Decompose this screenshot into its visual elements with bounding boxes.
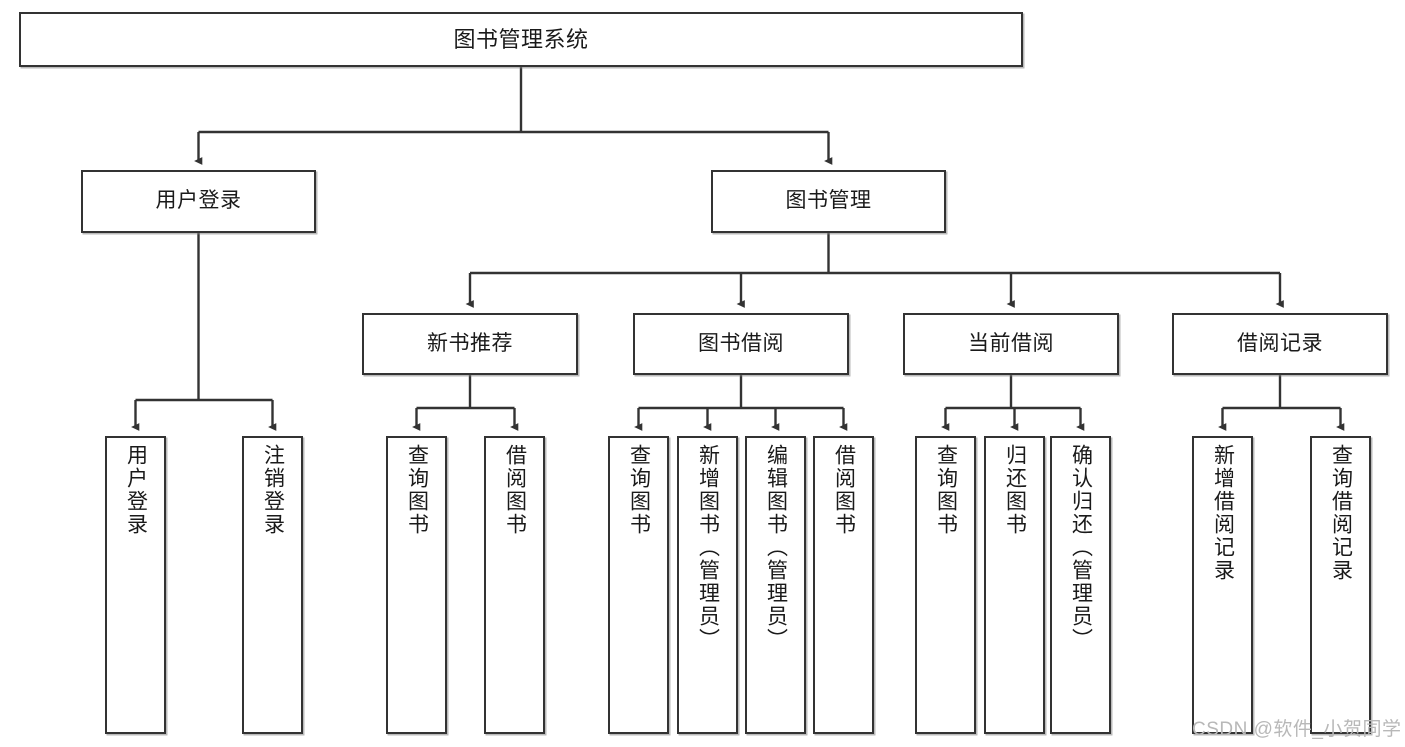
node-label-leaf-borrow-1: 查询图书 [627, 444, 651, 536]
node-newbook[interactable]: 新书推荐 [362, 313, 578, 375]
node-label-leaf-login-2: 注销登录 [261, 444, 285, 536]
node-label-leaf-rec-1: 新增借阅记录 [1211, 444, 1235, 582]
node-leaf-login-1[interactable]: 用户登录 [105, 436, 166, 734]
node-leaf-login-2[interactable]: 注销登录 [242, 436, 303, 734]
node-label-bookmgmt: 图书管理 [785, 189, 872, 213]
node-leaf-new-2[interactable]: 借阅图书 [484, 436, 545, 734]
node-label-leaf-new-1: 查询图书 [405, 444, 429, 536]
node-leaf-borrow-3[interactable]: 编辑图书（管理员） [745, 436, 806, 734]
node-leaf-borrow-1[interactable]: 查询图书 [608, 436, 669, 734]
node-leaf-rec-2[interactable]: 查询借阅记录 [1310, 436, 1371, 734]
node-label-root: 图书管理系统 [453, 26, 589, 52]
node-label-leaf-rec-2: 查询借阅记录 [1329, 444, 1353, 582]
node-label-leaf-new-2: 借阅图书 [503, 444, 527, 536]
node-leaf-new-1[interactable]: 查询图书 [386, 436, 447, 734]
node-leaf-cur-1[interactable]: 查询图书 [915, 436, 976, 734]
csdn-watermark: CSDN @软件_小贺同学 [1192, 719, 1402, 740]
node-label-leaf-borrow-3: 编辑图书（管理员） [764, 444, 788, 651]
node-bookmgmt[interactable]: 图书管理 [711, 170, 946, 233]
node-borrow[interactable]: 图书借阅 [633, 313, 849, 375]
node-current[interactable]: 当前借阅 [903, 313, 1119, 375]
node-root[interactable]: 图书管理系统 [19, 12, 1023, 67]
node-label-leaf-cur-1: 查询图书 [934, 444, 958, 536]
node-leaf-borrow-2[interactable]: 新增图书（管理员） [677, 436, 738, 734]
node-label-leaf-login-1: 用户登录 [124, 444, 148, 536]
node-leaf-cur-3[interactable]: 确认归还（管理员） [1050, 436, 1111, 734]
node-records[interactable]: 借阅记录 [1172, 313, 1388, 375]
node-leaf-rec-1[interactable]: 新增借阅记录 [1192, 436, 1253, 734]
node-label-borrow: 图书借阅 [698, 331, 784, 355]
node-label-leaf-borrow-2: 新增图书（管理员） [696, 444, 720, 651]
node-label-records: 借阅记录 [1237, 331, 1323, 355]
node-label-login: 用户登录 [155, 189, 242, 213]
node-label-leaf-cur-2: 归还图书 [1003, 444, 1027, 536]
node-label-current: 当前借阅 [968, 331, 1054, 355]
node-leaf-borrow-4[interactable]: 借阅图书 [813, 436, 874, 734]
node-label-leaf-cur-3: 确认归还（管理员） [1069, 444, 1093, 651]
node-login[interactable]: 用户登录 [81, 170, 316, 233]
node-label-leaf-borrow-4: 借阅图书 [832, 444, 856, 536]
node-leaf-cur-2[interactable]: 归还图书 [984, 436, 1045, 734]
node-label-newbook: 新书推荐 [427, 331, 513, 355]
